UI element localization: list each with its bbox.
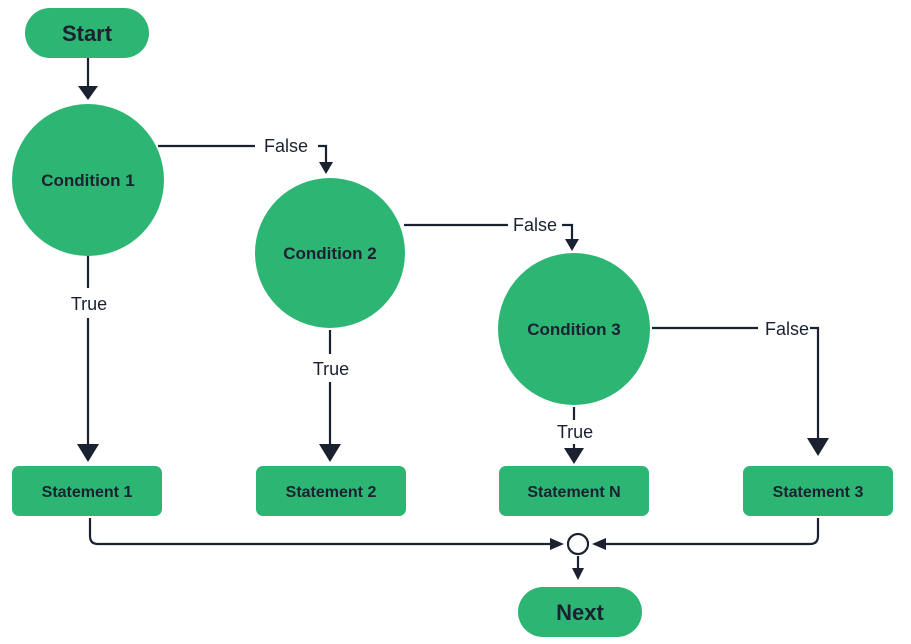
edge-statement-3-to-junction bbox=[604, 518, 820, 546]
statement-3-node: Statement 3 bbox=[743, 466, 893, 516]
condition-2-false-label: False bbox=[513, 215, 557, 235]
edge-condition-1-false-drop bbox=[318, 144, 328, 164]
statement-1-label: Statement 1 bbox=[42, 484, 133, 501]
arrowhead-icon bbox=[807, 438, 829, 456]
condition-3-false-label: False bbox=[765, 319, 809, 339]
arrowhead-icon bbox=[564, 448, 584, 464]
arrowhead-icon bbox=[77, 444, 99, 462]
statement-1-node: Statement 1 bbox=[12, 466, 162, 516]
statement-2-label: Statement 2 bbox=[286, 484, 377, 501]
condition-2-node: Condition 2 bbox=[255, 178, 405, 328]
condition-1-label: Condition 1 bbox=[41, 171, 134, 190]
arrowhead-icon bbox=[319, 162, 333, 174]
arrowhead-icon bbox=[565, 239, 579, 251]
statement-n-node: Statement N bbox=[499, 466, 649, 516]
statement-n-label: Statement N bbox=[527, 484, 620, 501]
condition-3-label: Condition 3 bbox=[527, 320, 620, 339]
arrowhead-icon bbox=[78, 86, 98, 100]
junction-node bbox=[566, 532, 590, 556]
condition-1-node: Condition 1 bbox=[12, 104, 164, 256]
arrowhead-icon bbox=[319, 444, 341, 462]
condition-2-true-label: True bbox=[313, 359, 349, 379]
condition-2-label: Condition 2 bbox=[283, 244, 376, 263]
statement-3-label: Statement 3 bbox=[773, 484, 864, 501]
condition-3-true-label: True bbox=[557, 422, 593, 442]
condition-1-false-label: False bbox=[264, 136, 308, 156]
edge-condition-3-false-drop bbox=[810, 326, 820, 440]
arrowhead-icon bbox=[572, 568, 584, 580]
edge-condition-2-false-drop bbox=[562, 223, 574, 241]
start-label: Start bbox=[62, 21, 113, 46]
arrowhead-icon bbox=[550, 538, 564, 550]
condition-3-node: Condition 3 bbox=[498, 253, 650, 405]
condition-1-true-label: True bbox=[71, 294, 107, 314]
next-label: Next bbox=[556, 600, 604, 625]
start-node: Start bbox=[25, 8, 149, 58]
next-node: Next bbox=[518, 587, 642, 637]
statement-2-node: Statement 2 bbox=[256, 466, 406, 516]
arrowhead-icon bbox=[592, 538, 606, 550]
edge-statement-1-to-junction bbox=[88, 518, 552, 546]
